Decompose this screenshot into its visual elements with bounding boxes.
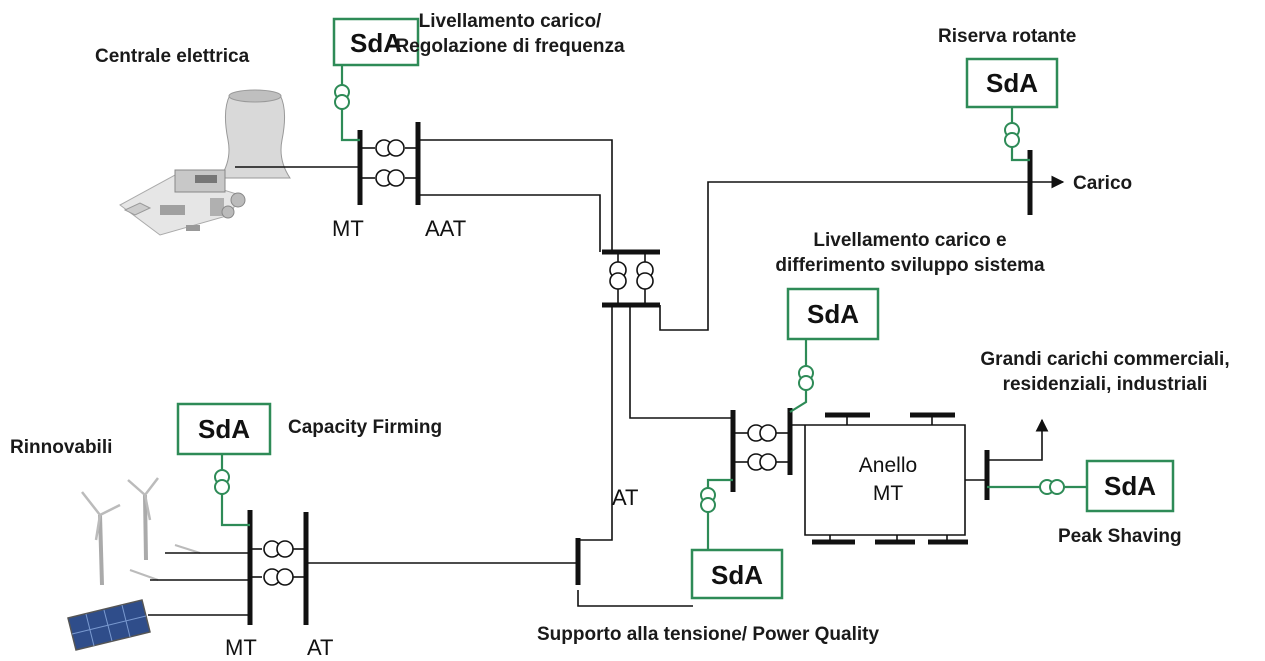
capacity-firming-label: Capacity Firming [288, 417, 442, 438]
storage-label: SdA [350, 28, 402, 58]
ring-label-1: Anello [859, 454, 917, 477]
storage-label: SdA [986, 68, 1038, 98]
voltage-support-label: Supporto alla tensione/ Power Quality [537, 624, 879, 645]
ring-section [730, 408, 1049, 545]
storage-label: SdA [807, 299, 859, 329]
storage-label: SdA [198, 414, 250, 444]
middle-at-label: AT [612, 485, 638, 510]
storage-box-plant: SdA [332, 17, 420, 67]
renewables-section [148, 510, 693, 625]
spinning-reserve-label: Riserva rotante [938, 26, 1076, 47]
ring-label-2: MT [873, 482, 903, 505]
wind-turbine-icon [81, 477, 201, 586]
storage-links [214, 65, 1087, 550]
plant-section [235, 122, 613, 252]
storage-label: SdA [1104, 471, 1156, 501]
power-plant-label: Centrale elettrica [95, 46, 250, 67]
load-leveling-deferral-label-2: differimento sviluppo sistema [775, 255, 1045, 276]
cooling-tower-icon [119, 89, 291, 236]
load-leveling-deferral-label-1: Livellamento carico e [813, 230, 1006, 251]
storage-box-peak-shaving: SdA [1085, 459, 1175, 513]
central-substation [578, 181, 1030, 541]
load-leveling-freq-label-1: Livellamento carico/ [419, 11, 602, 32]
storage-box-voltage-support: SdA [690, 548, 784, 600]
ren-mt-label: MT [225, 635, 257, 660]
plant-aat-label: AAT [425, 216, 466, 241]
load-section [1027, 150, 1065, 215]
large-loads-label-2: residenziali, industriali [1003, 374, 1208, 395]
storage-box-load-leveling: SdA [786, 287, 880, 341]
plant-mt-label: MT [332, 216, 364, 241]
load-leveling-freq-label-2: Regolazione di frequenza [395, 36, 625, 57]
load-label: Carico [1073, 173, 1132, 194]
large-loads-label-1: Grandi carichi commerciali, [980, 349, 1229, 370]
solar-panel-icon [67, 599, 151, 651]
renewables-label: Rinnovabili [10, 437, 112, 458]
storage-box-spinning-reserve: SdA [965, 57, 1059, 109]
ren-at-label: AT [307, 635, 333, 660]
storage-label: SdA [711, 560, 763, 590]
storage-box-capacity-firming: SdA [176, 402, 272, 456]
peak-shaving-label: Peak Shaving [1058, 526, 1182, 547]
